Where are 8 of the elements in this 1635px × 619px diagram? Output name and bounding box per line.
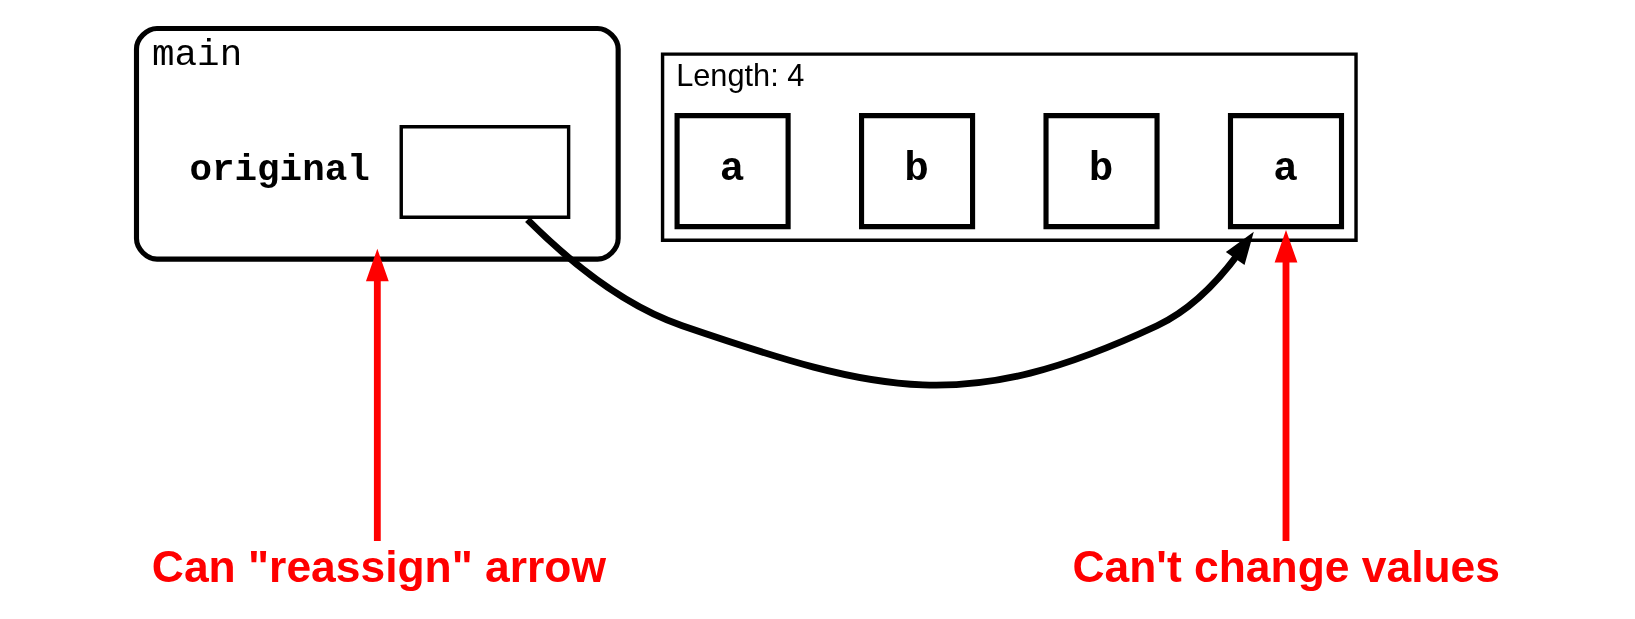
node-label: original [188, 148, 370, 191]
node-box: a [1227, 113, 1344, 230]
node-box: a [674, 113, 791, 230]
node-box [399, 125, 570, 219]
node-box: b [858, 113, 975, 230]
node-box: b [1042, 113, 1160, 230]
node-text: Can "reassign" arrow [151, 541, 606, 591]
node-text: Can't change values [1072, 541, 1500, 591]
